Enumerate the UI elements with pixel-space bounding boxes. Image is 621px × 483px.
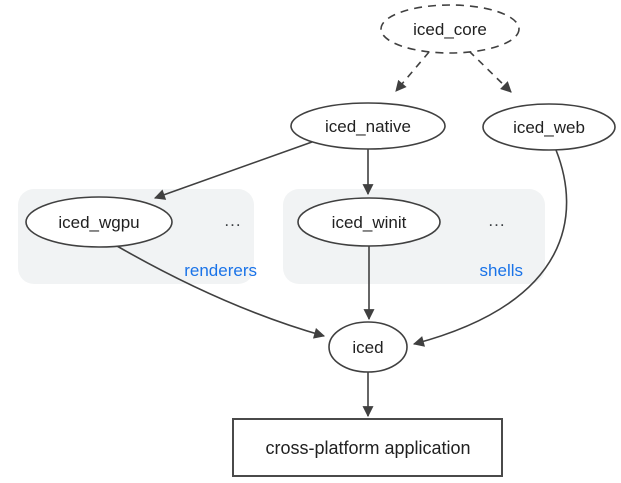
- node-iced-core-label: iced_core: [413, 20, 487, 39]
- edge-iced-wgpu-to-iced: [116, 245, 326, 339]
- node-iced-wgpu: [25, 196, 173, 248]
- node-cross-platform-application-label: cross-platform application: [265, 438, 470, 458]
- node-iced-label: iced: [352, 338, 383, 357]
- node-iced-native: [290, 102, 446, 150]
- node-iced-native-label: iced_native: [325, 117, 411, 136]
- shells-ellipsis: ...: [488, 211, 505, 230]
- edge-iced-core-to-iced-web: [468, 50, 512, 93]
- node-iced-winit: [297, 197, 441, 247]
- node-iced-web-label: iced_web: [513, 118, 585, 137]
- edge-iced-web-to-iced: [412, 149, 568, 347]
- node-iced-winit-label: iced_winit: [332, 213, 407, 232]
- group-renderers-label: renderers: [184, 261, 257, 280]
- node-iced-wgpu-label: iced_wgpu: [58, 213, 139, 232]
- edge-iced-core-to-iced-native: [395, 51, 430, 92]
- group-shells-label: shells: [480, 261, 523, 280]
- node-iced-core: [380, 4, 520, 54]
- node-iced: [328, 321, 408, 373]
- edge-iced-native-to-iced-wgpu: [153, 141, 313, 200]
- renderers-ellipsis: ...: [224, 211, 241, 230]
- node-cross-platform-application: [232, 418, 503, 477]
- node-iced-web: [482, 103, 616, 151]
